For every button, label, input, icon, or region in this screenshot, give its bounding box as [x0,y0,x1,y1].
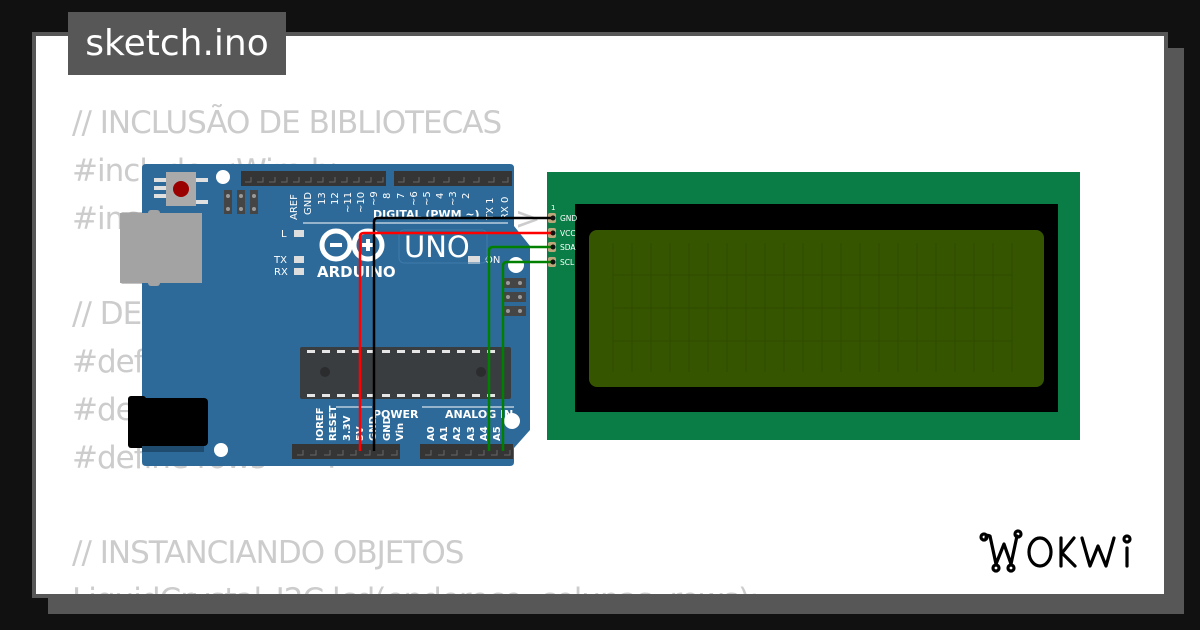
lcd-pin-labels: GND VCC SDA SCL [560,214,577,267]
uno-label: UNO [404,230,470,264]
wire-gnd[interactable] [372,216,553,451]
svg-text:4: 4 [435,193,446,199]
svg-text:A4: A4 [479,426,490,441]
wire-vcc[interactable] [358,231,553,451]
svg-text:L: L [281,229,287,240]
led-rx [294,268,304,275]
svg-text:~6: ~6 [409,191,420,206]
svg-text:8: 8 [382,193,393,199]
svg-text:VCC: VCC [560,229,576,238]
svg-text:A5: A5 [492,426,503,441]
svg-text:RESET: RESET [328,405,339,441]
svg-text:12: 12 [330,192,341,205]
svg-text:TX: TX [273,255,287,266]
led-labels: L TX RX ON [273,229,500,278]
svg-text:A0: A0 [426,426,437,441]
digital-header-right [394,171,512,186]
power-header-label: POWER [373,408,419,421]
lcd-2004-display[interactable]: 1 GND VCC SDA SCL [547,172,1080,440]
svg-text:SCL: SCL [560,258,575,267]
arduino-brand-label: ARDUINO [317,263,396,281]
digital-header-left [241,171,386,186]
svg-text:~9: ~9 [369,191,380,206]
svg-text:ON: ON [485,255,500,266]
svg-text:RX 0: RX 0 [500,197,511,220]
svg-text:Vin: Vin [395,423,406,441]
svg-text:GND: GND [560,214,577,223]
svg-text:WOKWi: WOKWi [978,528,982,529]
icsp-header [224,190,258,214]
arduino-logo [319,228,385,262]
atmega-chip [300,347,511,399]
power-jack [142,398,208,446]
svg-text:7: 7 [396,193,407,199]
svg-text:3.3V: 3.3V [342,415,353,441]
arduino-uno-board[interactable]: AREF GND 13 12 ~11 ~10 ~9 8 7 ~6 ~5 4 ~3… [120,164,530,466]
svg-text:~11: ~11 [343,192,354,213]
wire-scl[interactable] [501,260,553,451]
svg-text:~5: ~5 [422,191,433,206]
svg-text:GND: GND [382,416,393,441]
led-l [294,230,304,237]
svg-text:AREF: AREF [289,194,300,220]
analog-header-label: ANALOG IN [445,408,513,421]
analog-header [420,444,513,459]
svg-text:TX 1: TX 1 [485,198,496,222]
svg-text:~10: ~10 [356,192,367,213]
code-line: // INSTANCIANDO OBJETOS [72,535,464,571]
svg-text:A1: A1 [439,426,450,441]
file-name-badge: sketch.ino [68,12,286,75]
digital-pin-labels: AREF GND 13 12 ~11 ~10 ~9 8 7 ~6 ~5 4 ~3… [289,191,511,221]
svg-text:SDA: SDA [560,243,576,252]
svg-text:13: 13 [317,192,328,205]
lcd-character-grid [612,243,1013,372]
svg-text:A3: A3 [466,426,477,441]
svg-text:GND: GND [303,192,314,215]
svg-text:IOREF: IOREF [315,407,326,441]
led-on [468,256,480,264]
mounting-hole [216,170,230,184]
svg-text:~3: ~3 [448,191,459,206]
code-line: LiquidCrystal_I2C lcd(endereco, colunas,… [72,582,760,594]
led-tx [294,256,304,263]
analog-pin-labels: A0 A1 A2 A3 A4 A5 [426,426,503,441]
usb-port [120,213,202,283]
svg-text:A2: A2 [452,426,463,441]
lcd-pin1-marker: 1 [551,204,555,212]
svg-text:2: 2 [461,193,472,199]
svg-text:RX: RX [274,267,288,278]
reset-button[interactable] [154,172,208,206]
code-line: // INCLUSÃO DE BIBLIOTECAS [72,105,502,141]
icsp-header-2 [502,278,526,316]
wokwi-logo: WOKWi [978,528,1132,573]
power-header [292,444,400,459]
wire-sda[interactable] [487,245,553,451]
